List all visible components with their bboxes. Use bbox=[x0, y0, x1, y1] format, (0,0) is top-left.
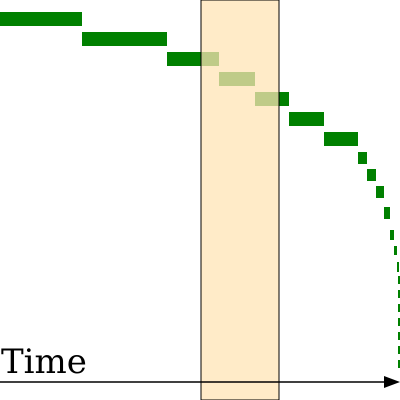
segment-13 bbox=[394, 246, 397, 255]
segment-6 bbox=[289, 112, 324, 126]
time-window bbox=[200, 0, 280, 400]
segment-11 bbox=[384, 207, 390, 219]
segment-2 bbox=[82, 32, 167, 46]
time-axis: Time bbox=[0, 342, 400, 388]
time-axis-arrowhead bbox=[384, 376, 400, 388]
segment-group bbox=[0, 12, 400, 370]
segment-8 bbox=[358, 152, 367, 164]
segment-1 bbox=[0, 12, 82, 26]
segment-12 bbox=[390, 230, 394, 240]
segment-10 bbox=[376, 186, 384, 198]
segment-7 bbox=[324, 132, 358, 146]
segment-9 bbox=[367, 169, 376, 181]
time-axis-label: Time bbox=[1, 342, 87, 382]
segment-14 bbox=[397, 262, 399, 272]
